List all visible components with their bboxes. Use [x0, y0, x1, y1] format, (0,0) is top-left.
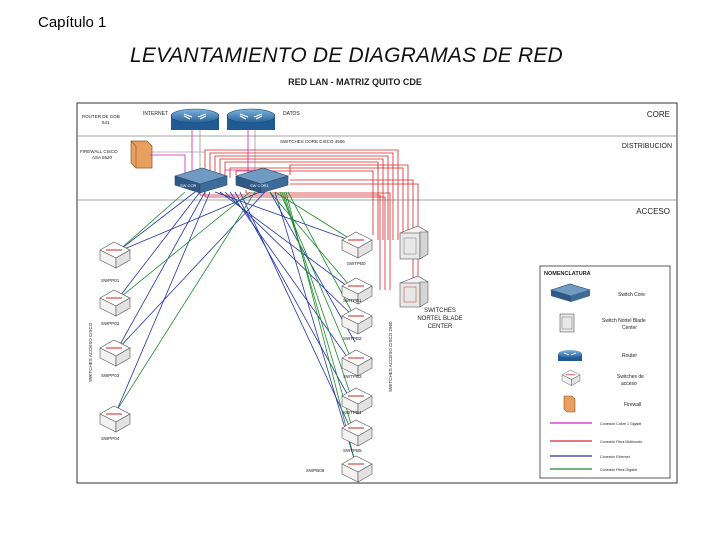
- center-group-label: SWITCHES ACCESO CISCO 2960: [388, 321, 393, 392]
- access-switch-swpp04-icon: [99, 405, 131, 433]
- blade-center-1-icon: [399, 225, 429, 260]
- legend-switch-core-label: Switch Core: [618, 292, 645, 298]
- access-switch-swpb06-icon: [341, 455, 373, 483]
- access-switch-swtpb4-icon: [341, 387, 373, 415]
- access-switch-swtpb0-icon: [341, 231, 373, 259]
- legend-line-red-label: Conexión Fibra Multimodo: [600, 440, 642, 444]
- legend-panel: NOMENCLATURA Switch Core Switch Nortel B…: [539, 265, 671, 479]
- access-switch-swpp01-label: SWPP01: [101, 278, 120, 283]
- router-datos-icon: [226, 108, 276, 130]
- access-switch-swtpb3-label: SWTPB3: [343, 374, 362, 379]
- access-switch-swtpb3-icon: [341, 349, 373, 377]
- legend-line-green-label: Conexión Fibra Gigabit: [600, 468, 637, 472]
- legend-blade-center-icon: [559, 313, 575, 333]
- firewall-icon: [130, 140, 153, 169]
- internet-label: INTERNET: [143, 111, 168, 117]
- svg-text:SW COR1: SW COR1: [250, 183, 269, 188]
- green-fiber-links: [116, 191, 356, 463]
- blue-ethernet-links: [116, 191, 356, 463]
- blade-center-2-icon: [399, 275, 429, 308]
- access-switch-swtpb4-label: SWTPB4: [343, 410, 362, 415]
- legend-title: NOMENCLATURA: [544, 271, 591, 277]
- access-switch-swtpb2-icon: [341, 307, 373, 335]
- router-internet-icon: [170, 108, 220, 130]
- access-switch-swpp03-label: SWPP03: [101, 373, 120, 378]
- magenta-links: [150, 130, 260, 175]
- access-switch-swtpb5-label: SWTPB5: [343, 448, 362, 453]
- access-switch-swtpb1-icon: [341, 277, 373, 305]
- legend-firewall-icon: [563, 395, 576, 413]
- access-switch-swpp03-icon: [99, 339, 131, 367]
- core-layer-label: CORE: [647, 110, 670, 119]
- slide-title: LEVANTAMIENTO DE DIAGRAMAS DE RED: [130, 44, 563, 67]
- core-switch-2-icon: SW COR1: [234, 167, 290, 194]
- legend-access-switch-icon: [561, 369, 581, 387]
- access-switch-swpb06-label: SWPB06: [306, 468, 325, 473]
- access-switch-swtpb5-icon: [341, 419, 373, 447]
- gray-uplinks: [152, 130, 256, 175]
- core-bus-label: SWITCHES CORE CISCO 4506: [280, 139, 345, 144]
- access-switch-swtpb1-label: SWTPB1: [343, 298, 362, 303]
- access-switch-swpp04-label: SWPP04: [101, 436, 120, 441]
- access-switch-swpp02-icon: [99, 289, 131, 317]
- distribution-layer-label: DISTRIBUCION: [622, 143, 672, 150]
- core-switch-1-icon: SW COR: [173, 167, 229, 194]
- access-switch-swtpb2-label: SWTPB2: [343, 336, 362, 341]
- legend-line-magenta-label: Conexión Cobre 1 Gigabit: [600, 422, 641, 426]
- chapter-label: Capítulo 1: [38, 14, 107, 31]
- svg-text:SW COR: SW COR: [180, 183, 197, 188]
- red-fiber-links: [199, 149, 419, 290]
- diagram-title: RED LAN - MATRIZ QUITO CDE: [288, 77, 422, 87]
- access-switch-swpp02-label: SWPP02: [101, 321, 120, 326]
- access-switch-swtpb0-label: SWTPB0: [347, 261, 366, 266]
- access-switch-swpp01-icon: [99, 241, 131, 269]
- access-layer-label: ACCESO: [636, 207, 670, 216]
- legend-router-icon: [558, 350, 582, 361]
- legend-switch-core-icon: [549, 283, 592, 302]
- legend-router-label: Router: [622, 353, 637, 359]
- datos-label: DATOS: [283, 111, 300, 117]
- legend-line-blue-label: Conexión Ethernet: [600, 455, 630, 459]
- legend-firewall-label: Firewall: [624, 402, 641, 408]
- left-group-label: SWITCHES ACCESO CISCO: [88, 322, 93, 382]
